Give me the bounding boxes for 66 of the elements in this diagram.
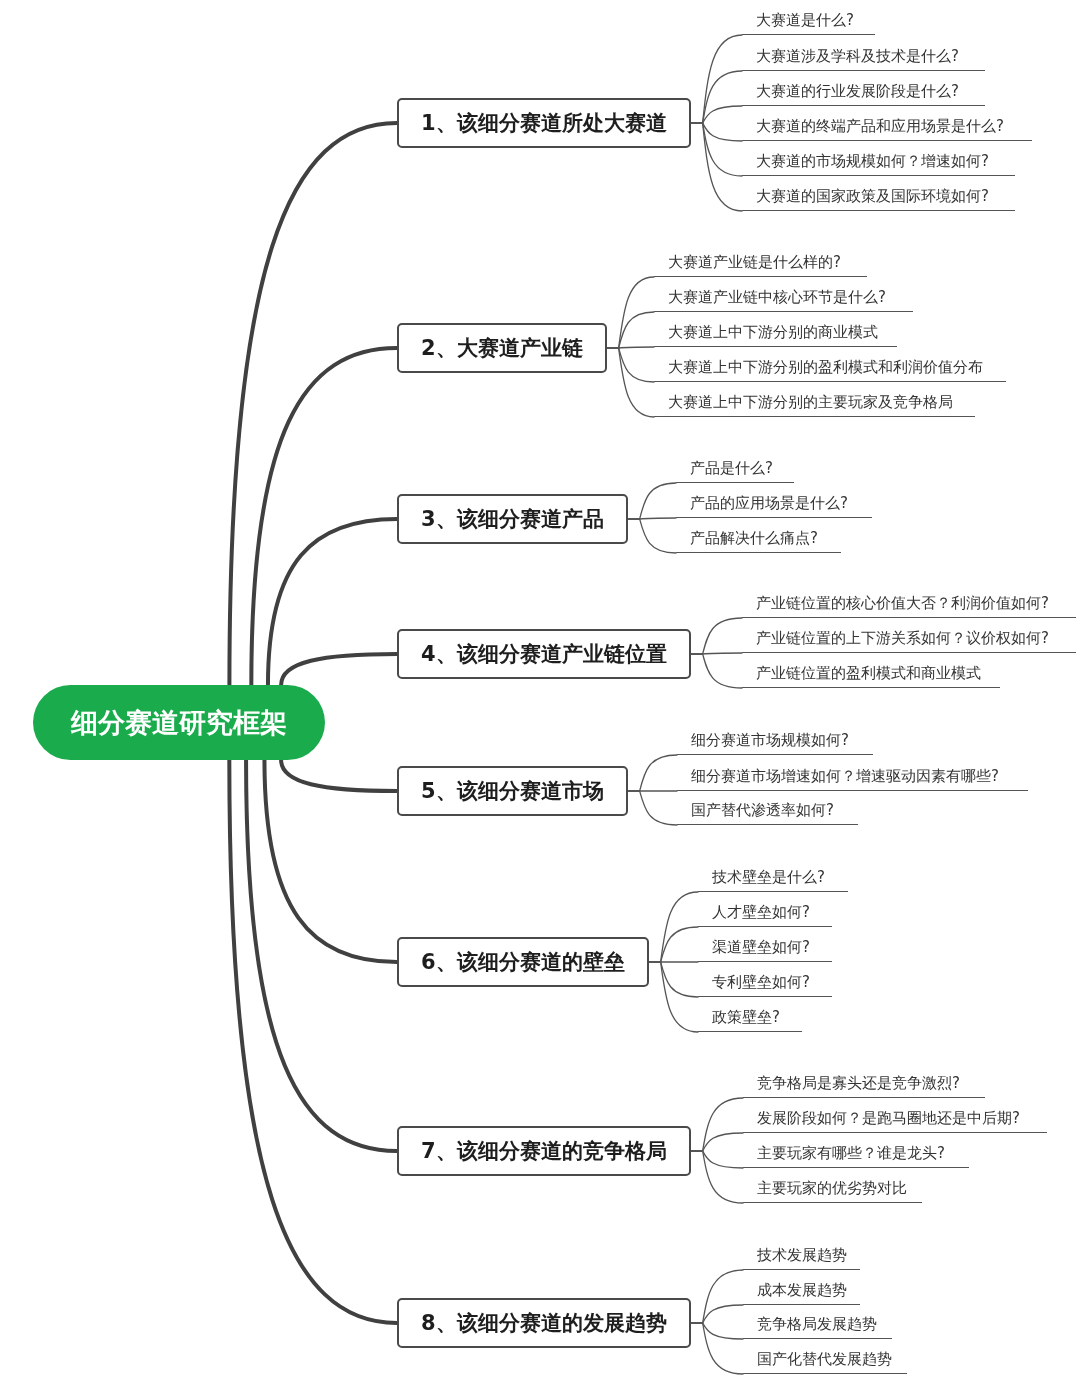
- branch-connector: [279, 758, 399, 793]
- subtopic-text: 大赛道上中下游分别的盈利模式和利润价值分布: [668, 357, 983, 377]
- topic-text: 1、该细分赛道所处大赛道: [421, 110, 667, 137]
- subtopic-text: 细分赛道市场增速如何？增速驱动因素有哪些?: [691, 766, 999, 786]
- subtopic-text: 技术壁垒是什么?: [712, 867, 825, 887]
- branch-connector: [249, 346, 399, 687]
- topic-text: 8、该细分赛道的发展趋势: [421, 1310, 667, 1337]
- subtopic-connector: [627, 518, 677, 554]
- subtopic-text: 产业链位置的核心价值大否？利润价值如何?: [756, 593, 1049, 613]
- subtopic-text: 国产替代渗透率如何?: [691, 800, 834, 820]
- subtopic-text: 产业链位置的上下游关系如何？议价权如何?: [756, 628, 1049, 648]
- subtopic-text: 大赛道是什么?: [756, 10, 854, 30]
- subtopic-text: 大赛道上中下游分别的主要玩家及竞争格局: [668, 392, 953, 412]
- subtopic-text: 产业链位置的盈利模式和商业模式: [756, 663, 981, 683]
- subtopic-connector: [606, 347, 655, 418]
- subtopic-connector: [690, 653, 743, 689]
- subtopic-connector: [627, 790, 678, 826]
- subtopic-text: 国产化替代发展趋势: [757, 1349, 892, 1369]
- topic-box: [397, 629, 691, 679]
- subtopic-connector: [648, 961, 699, 1033]
- subtopic-text: 技术发展趋势: [757, 1245, 847, 1265]
- branch-connector: [262, 758, 399, 964]
- subtopic-text: 成本发展趋势: [757, 1280, 847, 1300]
- branch-connector: [265, 517, 399, 687]
- topic-box: [397, 766, 628, 816]
- subtopic-text: 大赛道的市场规模如何？增速如何?: [756, 151, 989, 171]
- subtopic-text: 大赛道上中下游分别的商业模式: [668, 322, 878, 342]
- topic-box: [397, 937, 649, 987]
- subtopic-text: 渠道壁垒如何?: [712, 937, 810, 957]
- subtopic-text: 产品是什么?: [690, 458, 773, 478]
- subtopic-connector: [690, 1322, 744, 1375]
- subtopic-text: 大赛道的行业发展阶段是什么?: [756, 81, 959, 101]
- topic-box: [397, 1126, 691, 1176]
- subtopic-text: 产品的应用场景是什么?: [690, 493, 848, 513]
- subtopic-text: 人才壁垒如何?: [712, 902, 810, 922]
- subtopic-text: 主要玩家的优劣势对比: [757, 1178, 907, 1198]
- subtopic-text: 发展阶段如何？是跑马圈地还是中后期?: [757, 1108, 1020, 1128]
- topic-box: [397, 323, 607, 373]
- subtopic-text: 大赛道涉及学科及技术是什么?: [756, 46, 959, 66]
- topic-text: 3、该细分赛道产品: [421, 506, 604, 533]
- subtopic-connector: [690, 122, 743, 212]
- topic-text: 5、该细分赛道市场: [421, 778, 604, 805]
- branch-connector: [227, 758, 399, 1325]
- branch-connector: [227, 121, 399, 687]
- subtopic-connector: [690, 1150, 744, 1204]
- subtopic-text: 大赛道产业链是什么样的?: [668, 252, 841, 272]
- subtopic-text: 细分赛道市场规模如何?: [691, 730, 849, 750]
- subtopic-text: 主要玩家有哪些？谁是龙头?: [757, 1143, 945, 1163]
- topic-box: [397, 494, 628, 544]
- topic-box: [397, 1298, 691, 1348]
- subtopic-text: 大赛道的国家政策及国际环境如何?: [756, 186, 989, 206]
- subtopic-text: 竞争格局是寡头还是竞争激烈?: [757, 1073, 960, 1093]
- branch-connector: [279, 652, 399, 687]
- subtopic-text: 竞争格局发展趋势: [757, 1314, 877, 1334]
- subtopic-text: 大赛道的终端产品和应用场景是什么?: [756, 116, 1004, 136]
- central-topic-text: 细分赛道研究框架: [71, 705, 287, 740]
- subtopic-text: 大赛道产业链中核心环节是什么?: [668, 287, 886, 307]
- subtopic-text: 专利壁垒如何?: [712, 972, 810, 992]
- subtopic-text: 政策壁垒?: [712, 1007, 780, 1027]
- subtopic-text: 产品解决什么痛点?: [690, 528, 818, 548]
- topic-text: 2、大赛道产业链: [421, 335, 583, 362]
- topic-text: 4、该细分赛道产业链位置: [421, 641, 667, 668]
- topic-text: 7、该细分赛道的竞争格局: [421, 1138, 667, 1165]
- branch-connector: [244, 758, 399, 1153]
- topic-text: 6、该细分赛道的壁垒: [421, 949, 625, 976]
- topic-box: [397, 98, 691, 148]
